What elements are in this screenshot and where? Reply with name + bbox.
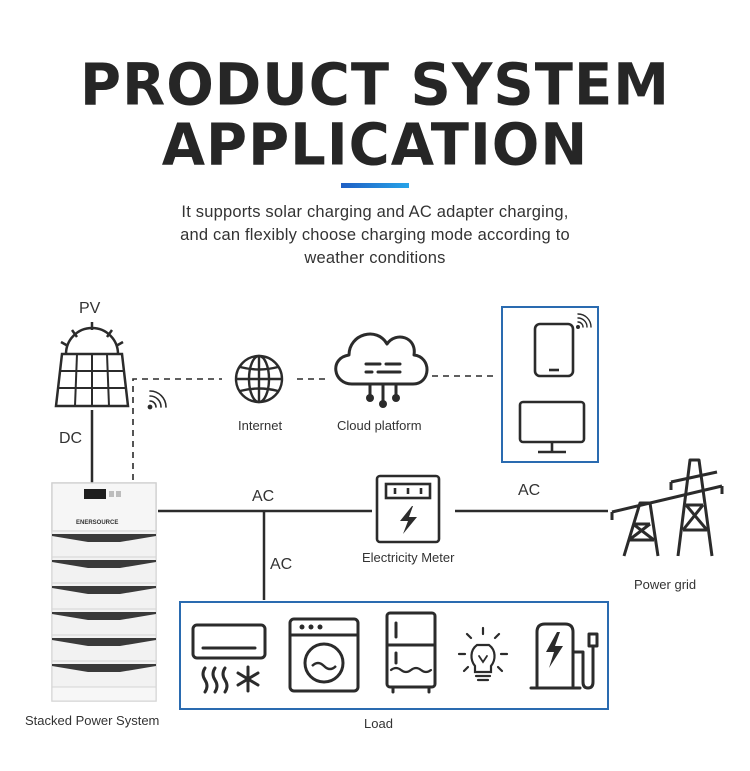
electricity-meter-icon xyxy=(375,474,441,544)
load-label: Load xyxy=(364,716,393,731)
title-accent-bar xyxy=(341,183,409,188)
power-grid-label: Power grid xyxy=(634,577,697,592)
monitor-icon xyxy=(518,400,586,454)
internet-label: Internet xyxy=(238,418,283,433)
stacked-battery-icon: ENERSOURCE xyxy=(51,482,157,702)
wifi-icon-tablet xyxy=(576,313,592,330)
ac-label-down: AC xyxy=(270,556,293,573)
page-title-line1: PRODUCT SYSTEM xyxy=(80,51,670,120)
charger-bolt-icon xyxy=(546,632,563,668)
washer-buttons xyxy=(299,624,323,630)
battery-brand: ENERSOURCE xyxy=(76,520,118,526)
subtitle-line2: and can flexibly choose charging mode ac… xyxy=(180,226,570,244)
light-bulb-icon xyxy=(457,626,509,682)
pv-label: PV xyxy=(79,300,101,317)
dashed-line-battery-internet xyxy=(132,378,222,480)
tablet-icon xyxy=(533,322,575,378)
electricity-meter-label: Electricity Meter xyxy=(362,550,455,565)
subtitle-line1: It supports solar charging and AC adapte… xyxy=(181,203,569,221)
ac-label-top: AC xyxy=(252,488,275,505)
wifi-icon xyxy=(147,390,167,410)
stacked-power-system-label: Stacked Power System xyxy=(25,713,160,728)
air-conditioner-icon xyxy=(191,623,267,694)
connector-lines xyxy=(90,410,608,600)
cloud-nodes xyxy=(366,394,400,408)
washing-machine-icon xyxy=(288,617,360,693)
dashed-data-lines xyxy=(132,375,497,480)
ac-label-right: AC xyxy=(518,482,541,499)
subtitle-line3: weather conditions xyxy=(304,249,446,267)
refrigerator-icon xyxy=(385,611,437,694)
power-tower-icon xyxy=(610,458,724,557)
meter-bolt-icon xyxy=(400,506,417,534)
devices-frame xyxy=(501,306,599,463)
ev-charger-icon xyxy=(529,622,599,690)
globe-icon xyxy=(234,354,284,404)
cloud-icon xyxy=(334,332,429,402)
cloud-platform-label: Cloud platform xyxy=(337,418,422,433)
solar-panel-icon xyxy=(54,322,130,408)
battery-display xyxy=(84,489,106,499)
page-title-line2: APPLICATION xyxy=(161,111,589,180)
load-frame xyxy=(179,601,609,710)
dc-label: DC xyxy=(59,430,83,447)
